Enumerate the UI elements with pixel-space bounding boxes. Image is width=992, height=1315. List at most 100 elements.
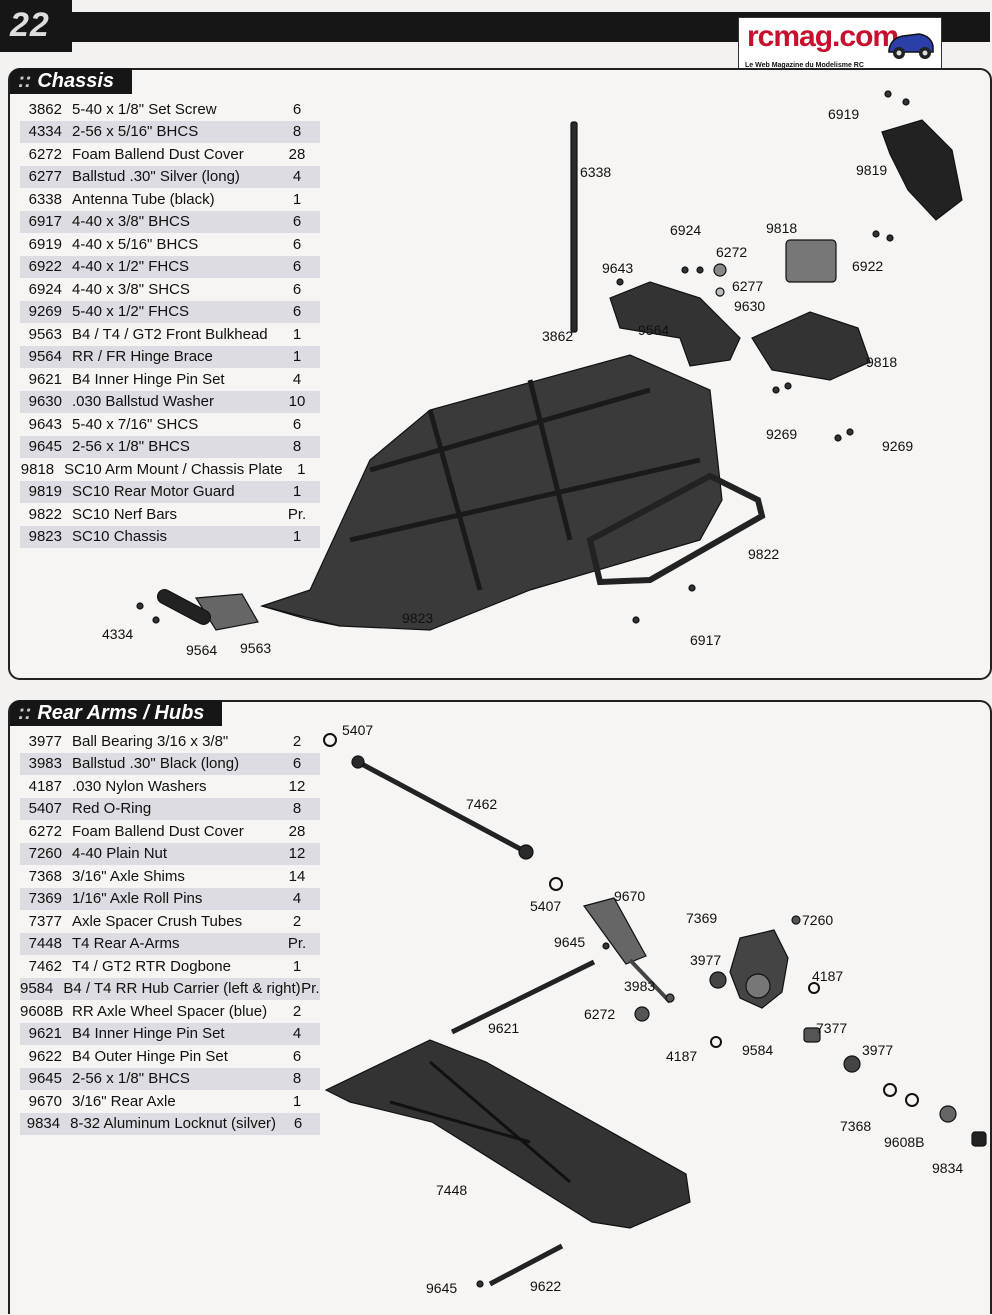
callout-label: 3983 (624, 978, 656, 994)
callout-label: 4334 (102, 626, 134, 642)
antenna-tube (570, 121, 578, 333)
callout-label: 9819 (856, 162, 888, 178)
callout-label: 6917 (690, 632, 722, 648)
chassis-plate (259, 354, 723, 631)
callout-label: 9834 (932, 1160, 964, 1176)
inner-hinge-pin (450, 959, 596, 1035)
rear-a-arm (324, 1039, 691, 1229)
logo-brand: rcmag.com (747, 20, 899, 53)
nerf-bar (586, 472, 766, 586)
callout-label: 7369 (686, 910, 718, 926)
callout-label: 3977 (862, 1042, 894, 1058)
front-hinge-brace (156, 589, 212, 625)
arm-mount-plate (751, 311, 871, 381)
page-number: 22 (10, 6, 50, 44)
logo-tagline: Le Web Magazine du Modelisme RC (745, 62, 864, 69)
callout-label: 7377 (816, 1020, 848, 1036)
callout-label: 9584 (742, 1042, 774, 1058)
callout-label: 6922 (852, 258, 884, 274)
callout-label: 9269 (882, 438, 914, 454)
hinge-brace-top (609, 281, 741, 367)
callout-label: 9645 (426, 1280, 458, 1296)
callout-label: 5407 (530, 898, 562, 914)
section-title: ::Rear Arms / Hubs (10, 700, 223, 726)
arm-mount-block (785, 239, 837, 283)
callout-label: 9822 (748, 546, 780, 562)
callout-label: 9564 (186, 642, 218, 658)
callout-label: 6272 (584, 1006, 616, 1022)
callout-label: 7448 (436, 1182, 468, 1198)
callout-label: 9670 (614, 888, 646, 904)
outer-hinge-pin (488, 1243, 564, 1287)
callout-label: 7462 (466, 796, 498, 812)
site-logo[interactable]: rcmag.com Le Web Magazine du Modelisme R… (738, 17, 942, 77)
callout-label: 5407 (342, 722, 374, 738)
callout-label: 7260 (802, 912, 834, 928)
rear-axle (583, 897, 647, 965)
callout-label: 9622 (530, 1278, 562, 1294)
section-title: ::Chassis (10, 68, 133, 94)
callout-label: 6919 (828, 106, 860, 122)
callout-label: 9630 (734, 298, 766, 314)
callout-label: 9608B (884, 1134, 925, 1150)
callout-label: 9621 (488, 1020, 520, 1036)
chassis-exploded-diagram (136, 90, 963, 631)
callout-label: 9269 (766, 426, 798, 442)
callout-label: 9818 (866, 354, 898, 370)
callout-label: 6272 (716, 244, 748, 260)
callout-label: 9823 (402, 610, 434, 626)
dogbone (356, 759, 528, 855)
callout-label: 4187 (666, 1048, 698, 1064)
callout-label: 9563 (240, 640, 272, 656)
callout-label: 9564 (638, 322, 670, 338)
callout-label: 9643 (602, 260, 634, 276)
motor-guard (881, 119, 963, 221)
callout-label: 9645 (554, 934, 586, 950)
callout-label: 4187 (812, 968, 844, 984)
callout-label: 6277 (732, 278, 764, 294)
hub-carrier (729, 929, 789, 1009)
callout-label: 3862 (542, 328, 574, 344)
